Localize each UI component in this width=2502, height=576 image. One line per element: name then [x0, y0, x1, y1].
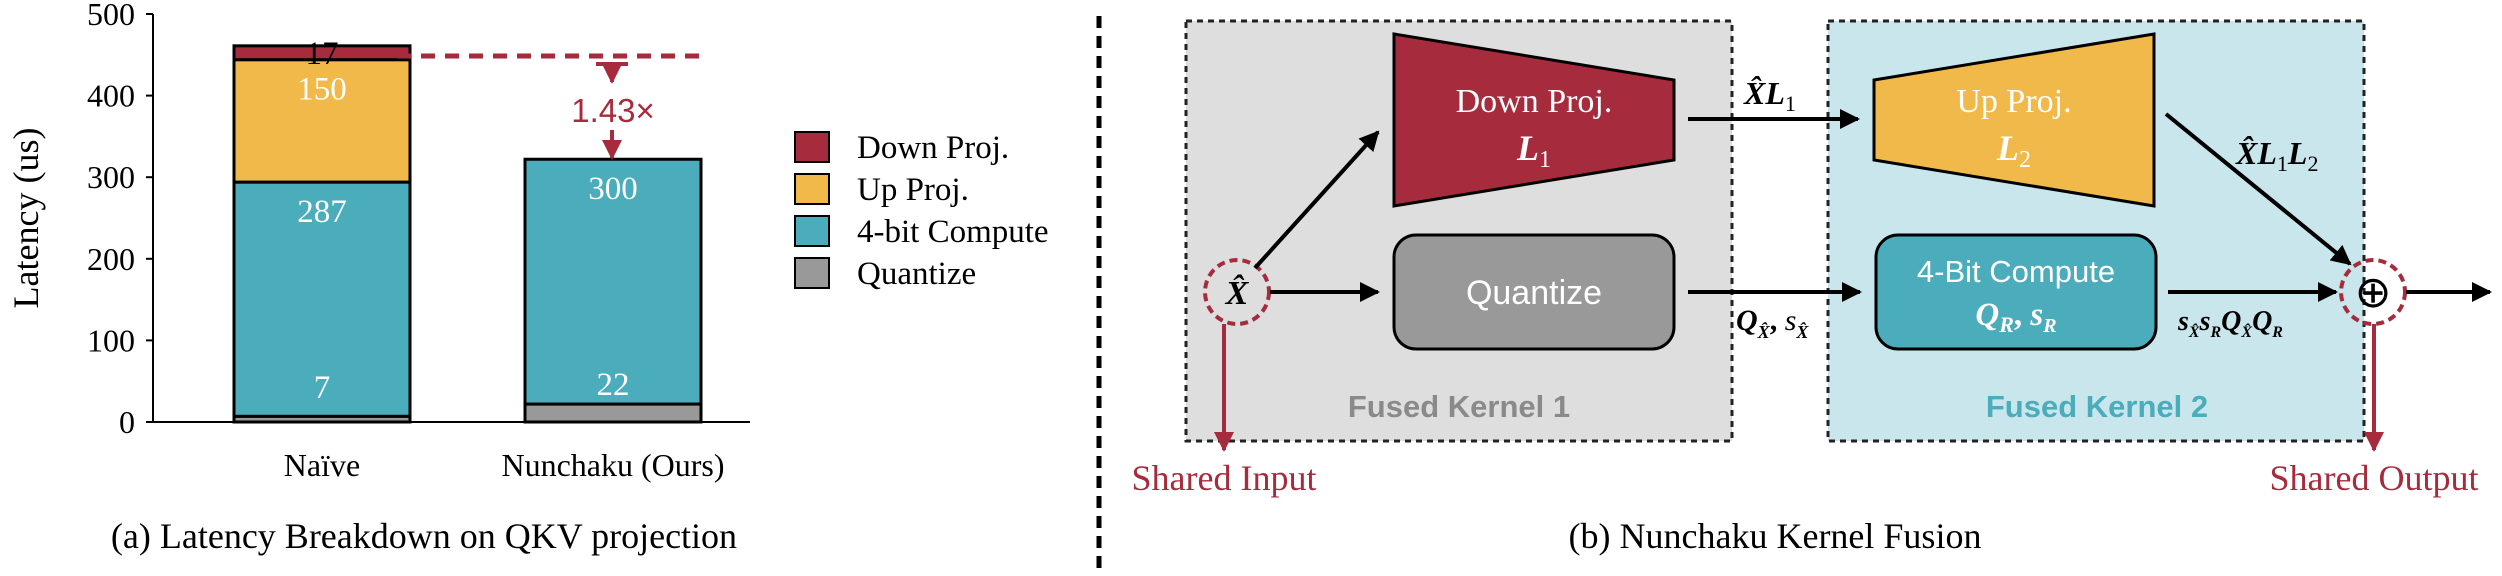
bar-value-label: 287 — [297, 194, 347, 230]
bar-segment-down-proj — [232, 44, 412, 62]
legend-label: 4-bit Compute — [857, 214, 1049, 250]
down-proj-weight-sub: 1 — [1539, 147, 1551, 173]
label-final-q2: Q — [2252, 306, 2272, 337]
label-qx-sub: X̂ — [1757, 322, 1771, 342]
up-proj-weight-sub: 2 — [2019, 147, 2031, 173]
y-tick-labels: 0 100 200 300 400 500 — [87, 0, 153, 440]
up-proj-weight-letter: L — [1996, 128, 2019, 168]
y-tick-label: 300 — [87, 159, 135, 195]
legend-label: Down Proj. — [857, 130, 1009, 166]
up-proj-block — [1872, 32, 2156, 208]
arrow-up-to-adder — [2164, 112, 2352, 266]
legend-label: Up Proj. — [857, 172, 969, 208]
arrow-input-to-down — [1253, 130, 1380, 270]
y-tick-label: 500 — [87, 0, 135, 32]
stacked-bars — [232, 44, 703, 424]
y-tick-label: 0 — [119, 404, 135, 440]
y-axis-label: Latency (us) — [6, 128, 46, 309]
y-tick-label: 100 — [87, 322, 135, 358]
down-proj-weight: L1 — [1516, 128, 1551, 173]
label-xl1l2-s1: 1 — [2277, 151, 2288, 176]
bar-value-label: 300 — [588, 171, 638, 207]
bar-value-label: 17 — [306, 36, 339, 72]
fused-kernel-1-label: Fused Kernel 1 — [1348, 389, 1570, 424]
bar-value-label: 22 — [597, 367, 630, 403]
legend-swatch — [794, 173, 830, 205]
y-tick-label: 200 — [87, 241, 135, 277]
compute-s: s — [2029, 297, 2043, 333]
input-symbol: X̂ — [1225, 273, 1250, 312]
label-xl1l2-l1: L — [2256, 135, 2277, 171]
label-xl1l2-l2: L — [2287, 135, 2308, 171]
shared-input-label: Shared Input — [1132, 458, 1317, 498]
diagram-caption: (b) Nunchaku Kernel Fusion — [1569, 516, 1982, 556]
up-proj-weight: L2 — [1996, 128, 2031, 173]
label-final-s1-sub: X̂ — [2188, 322, 2200, 341]
kernel-fusion-diagram: Fused Kernel 1 Fused Kernel 2 Down Proj.… — [1132, 19, 2492, 556]
shared-output-label: Shared Output — [2270, 458, 2479, 498]
label-final-q1-sub: X̂ — [2240, 322, 2252, 341]
quantize-block — [1392, 233, 1676, 351]
compute-q: Q — [1975, 297, 1999, 333]
input-node — [1203, 258, 1271, 326]
label-final: sX̂sRQX̂QR — [2177, 306, 2283, 341]
label-qx-q: Q — [1736, 304, 1758, 337]
compute-q-sub: R — [1998, 312, 2014, 337]
x-tick-labels: Naïve Nunchaku (Ours) — [284, 447, 725, 483]
label-qx-s-sub: X̂ — [1795, 322, 1809, 342]
label-qx-s: s — [1785, 304, 1797, 337]
legend-swatch — [794, 131, 830, 163]
bar-segment-up-proj — [232, 58, 412, 184]
fused-kernel-2-label: Fused Kernel 2 — [1986, 389, 2208, 424]
label-qx-sep: , — [1770, 304, 1785, 337]
compute-operands: QR, sR — [1975, 297, 2056, 337]
label-qx: QX̂, sX̂ — [1736, 304, 1809, 342]
label-xl1-sub: 1 — [1785, 91, 1796, 116]
adder-icon: ⊕ — [2355, 268, 2392, 317]
label-final-s1: s — [2177, 306, 2189, 337]
output-node — [2339, 258, 2407, 326]
label-final-q1: Q — [2221, 306, 2241, 337]
y-tick-label: 400 — [87, 78, 135, 114]
bar-segment-4-bit-compute — [523, 157, 703, 406]
down-proj-block — [1392, 32, 1676, 208]
bar-value-label: 150 — [297, 72, 347, 108]
label-final-q2-sub: R — [2271, 324, 2283, 341]
legend-swatch — [794, 257, 830, 289]
x-tick-label: Naïve — [284, 447, 360, 483]
down-proj-title: Down Proj. — [1456, 83, 1613, 120]
label-xl1-x: X̂ — [1743, 75, 1766, 111]
label-final-s2: s — [2199, 306, 2211, 337]
down-proj-weight-letter: L — [1516, 128, 1539, 168]
label-xl1l2-s2: 2 — [2307, 151, 2318, 176]
compute-s-sub: R — [2042, 315, 2056, 337]
x-tick-label: Nunchaku (Ours) — [501, 447, 724, 483]
legend-label: Quantize — [857, 256, 976, 292]
chart-caption: (a) Latency Breakdown on QKV projection — [111, 516, 737, 556]
compute-block — [1874, 233, 2158, 351]
compute-title: 4-Bit Compute — [1917, 254, 2115, 289]
label-xl1-l: L — [1764, 75, 1785, 111]
up-proj-title: Up Proj. — [1956, 83, 2071, 120]
speedup-label: 1.43× — [571, 92, 655, 129]
label-xl1l2: X̂L1L2 — [2235, 135, 2318, 176]
label-xl1l2-x: X̂ — [2235, 135, 2258, 171]
bar-value-label: 7 — [314, 370, 331, 406]
label-final-s2-sub: R — [2209, 324, 2221, 341]
label-xl1: X̂L1 — [1743, 75, 1796, 116]
legend-swatch — [794, 215, 830, 247]
bar-segment-quantize — [523, 402, 703, 424]
quantize-title: Quantize — [1466, 274, 1602, 312]
